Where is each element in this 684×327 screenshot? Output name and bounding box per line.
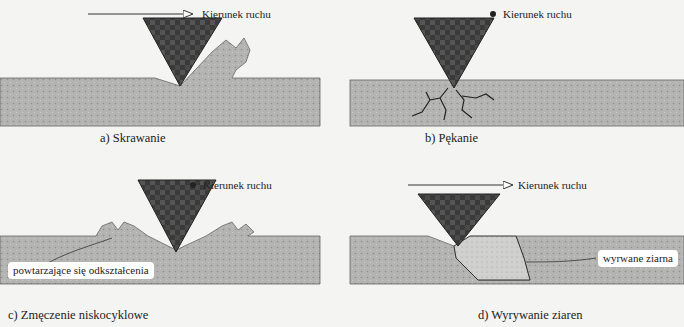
panel-caption: c) Zmęczenie niskocyklowe — [8, 309, 148, 322]
panel-caption: b) Pękanie — [425, 132, 478, 145]
motion-label: Kierunek ruchu — [202, 8, 271, 21]
motion-label: Kierunek ruchu — [518, 179, 587, 192]
motion-label: Kierunek ruchu — [203, 179, 272, 192]
callout-label: powtarzające się odkształcenia — [8, 262, 154, 279]
panel-caption: d) Wyrywanie ziaren — [478, 309, 583, 322]
motion-label: Kierunek ruchu — [503, 8, 572, 21]
callout-label: wyrwane ziarna — [598, 250, 678, 267]
panel-caption: a) Skrawanie — [100, 132, 166, 145]
